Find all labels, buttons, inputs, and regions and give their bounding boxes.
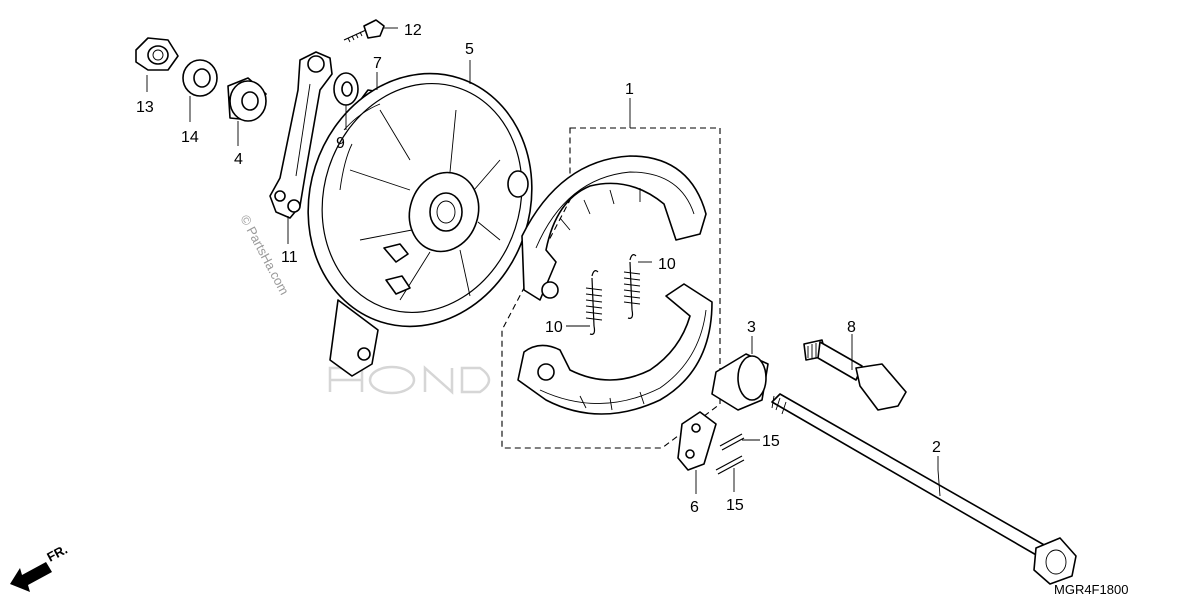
callout-15-lower: 15 bbox=[726, 497, 744, 514]
part-5-brake-panel[interactable] bbox=[276, 44, 564, 377]
part-9-washer[interactable] bbox=[333, 72, 359, 106]
callout-10-lower: 10 bbox=[545, 319, 563, 336]
callout-4: 4 bbox=[234, 151, 243, 168]
part-11-brake-arm[interactable] bbox=[269, 51, 333, 219]
drawing-code: MGR4F1800 bbox=[1054, 582, 1128, 597]
part-14-washer[interactable] bbox=[182, 59, 218, 97]
callout-12: 12 bbox=[404, 22, 422, 39]
front-direction-indicator: FR. bbox=[10, 542, 70, 592]
leader-lines bbox=[146, 27, 941, 497]
part-3-collar[interactable] bbox=[711, 353, 769, 411]
callout-3: 3 bbox=[747, 319, 756, 336]
background-logo-outline bbox=[328, 365, 491, 395]
part-6-plate[interactable] bbox=[677, 411, 717, 471]
callout-11: 11 bbox=[281, 249, 298, 266]
front-arrow-label: FR. bbox=[44, 542, 70, 565]
callout-14: 14 bbox=[181, 129, 199, 146]
part-15-cotter-pin-lower[interactable] bbox=[715, 455, 745, 475]
part-10-spring-upper[interactable] bbox=[623, 254, 641, 319]
callout-5: 5 bbox=[465, 41, 474, 58]
callout-15-upper: 15 bbox=[762, 433, 780, 450]
part-8-cam-shaft[interactable] bbox=[803, 339, 907, 411]
part-12-bolt[interactable] bbox=[343, 19, 385, 43]
callout-7: 7 bbox=[373, 55, 382, 72]
callout-13: 13 bbox=[136, 99, 154, 116]
callout-2: 2 bbox=[932, 439, 941, 456]
part-13-nut[interactable] bbox=[135, 37, 179, 71]
callout-8: 8 bbox=[847, 319, 856, 336]
part-10-spring-lower[interactable] bbox=[585, 270, 603, 335]
callout-10-upper: 10 bbox=[658, 256, 676, 273]
part-15-cotter-pin-upper[interactable] bbox=[719, 433, 745, 451]
callout-6: 6 bbox=[690, 499, 699, 516]
callout-labels: 13 14 4 5 1 9 7 12 11 10 10 3 8 2 6 15 1… bbox=[136, 22, 941, 516]
front-arrow-icon bbox=[10, 562, 52, 592]
part-1-brake-shoe-set[interactable] bbox=[501, 127, 721, 449]
callout-9: 9 bbox=[336, 135, 345, 152]
part-4-bearing[interactable] bbox=[227, 77, 267, 122]
callout-1: 1 bbox=[625, 81, 634, 98]
part-2-axle[interactable] bbox=[771, 393, 1077, 585]
